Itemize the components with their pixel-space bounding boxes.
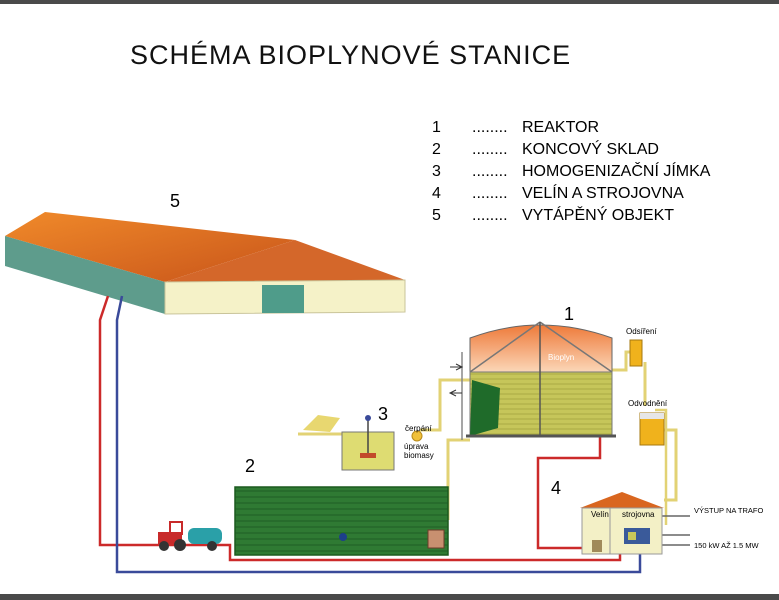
label-biomasy: biomasy (404, 451, 434, 460)
building-wall-side (5, 236, 165, 314)
building-door (262, 285, 304, 313)
desulfurization-unit (629, 339, 643, 367)
mixer-motor-icon (365, 415, 371, 421)
generator-icon (628, 532, 636, 540)
label-odsireni: Odsíření (626, 327, 657, 336)
label-odvodneni: Odvodnění (628, 399, 668, 408)
building-roof-right (165, 240, 405, 282)
arrow-right-icon (450, 363, 464, 371)
trailer-tank (188, 528, 222, 544)
legend-item: 1........REAKTOR (432, 119, 600, 136)
tractor-icon (158, 521, 222, 551)
mixer-blade (360, 453, 376, 458)
gas-pipe-engine-2 (655, 408, 668, 525)
legend-item: 5........VYTÁPĚNÝ OBJEKT (432, 207, 675, 224)
dewatering-unit-top (640, 413, 664, 419)
label-num-4: 4 (551, 478, 561, 498)
biomass-heap (303, 415, 340, 432)
reactor-gas-dome (469, 324, 613, 373)
label-num-1: 1 (564, 304, 574, 324)
legend-item: 3........HOMOGENIZAČNÍ JÍMKA (432, 163, 711, 180)
heated-building (5, 212, 406, 315)
label-vystup: VÝSTUP NA TRAFO (694, 506, 763, 515)
biomass-pipe-1 (420, 378, 470, 432)
control-room (580, 492, 664, 555)
label-num-3: 3 (378, 404, 388, 424)
reactor (448, 321, 616, 440)
page-title: SCHÉMA BIOPLYNOVÉ STANICE (130, 40, 572, 70)
final-storage-tank (234, 486, 449, 556)
tractor-cab (169, 521, 183, 535)
label-bioplyn: Bioplyn (548, 353, 574, 362)
homogenization-tank (303, 415, 423, 471)
bottom-border (0, 594, 779, 600)
heating-pipe-red (98, 295, 622, 562)
label-vykon: 150 kW AŽ 1.5 MW (694, 541, 760, 550)
reactor-heater (470, 380, 500, 436)
legend-item: 4........VELÍN A STROJOVNA (432, 185, 684, 202)
label-strojovna: strojovna (622, 510, 655, 519)
reactor-pipe-red (536, 437, 602, 550)
pipes (98, 295, 690, 574)
engine-unit-icon (624, 528, 650, 544)
trailer-wheel (207, 541, 217, 551)
top-border (0, 0, 779, 4)
tank-valve-icon (339, 533, 347, 541)
label-num-5: 5 (170, 191, 180, 211)
building-roof-left (5, 212, 295, 282)
heating-pipe-blue (115, 295, 642, 574)
arrow-left-icon (448, 389, 462, 397)
biomass-pipe-2 (446, 438, 470, 520)
storage-tank-body (234, 486, 449, 556)
tank-pump-icon (427, 529, 445, 549)
tractor-wheel-front (159, 541, 169, 551)
control-room-roof (580, 492, 664, 508)
control-panel-icon (592, 540, 602, 552)
label-num-2: 2 (245, 456, 255, 476)
label-cerpani: čerpání (405, 424, 432, 433)
biomass-pump-icon (411, 430, 423, 442)
tractor-wheel-rear (174, 539, 186, 551)
label-velin: Velín (591, 510, 609, 519)
reactor-roof-beam-left (469, 321, 541, 373)
label-uprava: úprava (404, 442, 429, 451)
legend-item: 2........KONCOVÝ SKLAD (432, 141, 659, 158)
legend: 1........REAKTOR 2........KONCOVÝ SKLAD … (432, 119, 710, 229)
reactor-roof-beam-right (539, 321, 613, 373)
